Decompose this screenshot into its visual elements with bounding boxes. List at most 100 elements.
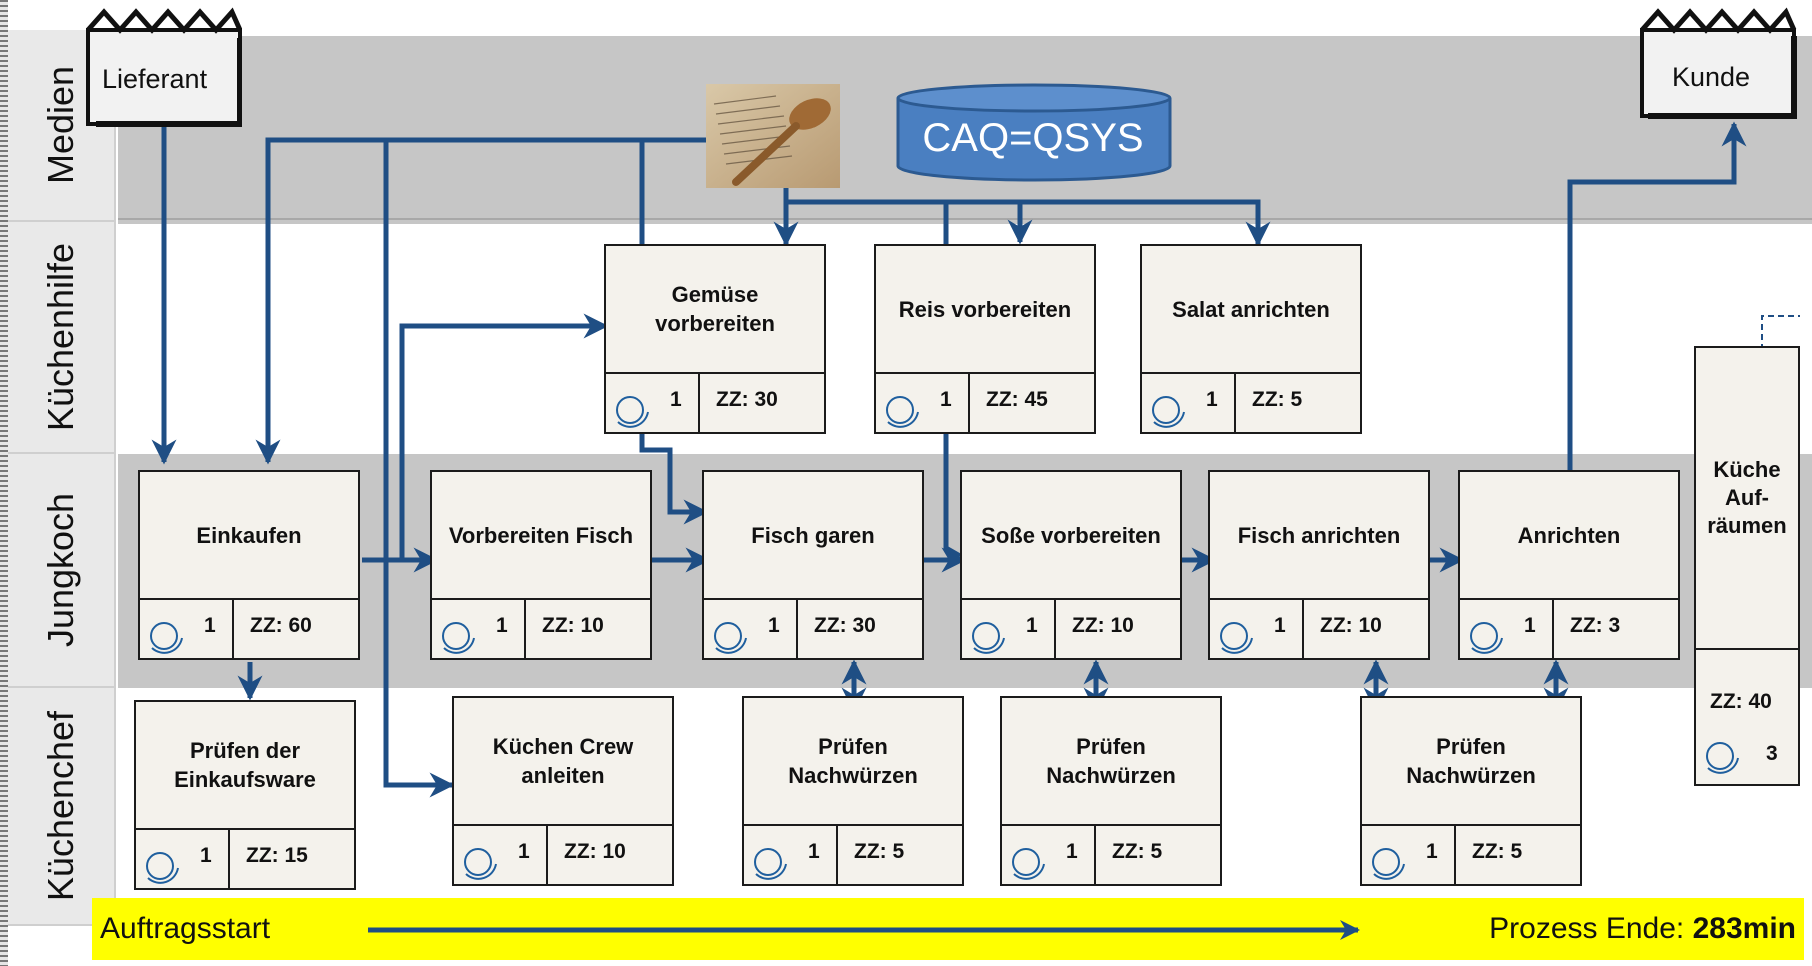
cycle-time: ZZ: 10 xyxy=(542,614,604,637)
process-title: Gemüse vorbereiten xyxy=(606,246,824,374)
cell-divider xyxy=(796,600,798,658)
process-data-row: 1 ZZ: 45 xyxy=(876,374,1094,432)
process-data-row: 1 ZZ: 5 xyxy=(1142,374,1360,432)
operator-count: 1 xyxy=(496,614,508,637)
timeline-end-label: Prozess Ende: xyxy=(1489,912,1685,945)
resource-icon xyxy=(1152,396,1185,428)
operator-count: 1 xyxy=(1524,614,1536,637)
resource-icon xyxy=(714,622,747,654)
timeline-arrow xyxy=(368,920,1360,940)
arrow-recipe-crew xyxy=(383,140,455,798)
process-box-vorbereiten-fisch[interactable]: Vorbereiten Fisch 1 ZZ: 10 xyxy=(430,470,652,660)
resource-icon xyxy=(150,622,183,654)
resource-icon xyxy=(754,848,787,880)
process-box-pruefen-3[interactable]: Prüfen Nachwürzen 1 ZZ: 5 xyxy=(1360,696,1582,886)
process-data-row: 1 ZZ: 10 xyxy=(1210,600,1428,658)
process-title: Reis vorbereiten xyxy=(876,246,1094,374)
database-label: CAQ=QSYS xyxy=(922,115,1144,160)
process-data-row: 1 ZZ: 10 xyxy=(432,600,650,658)
operator-count: 1 xyxy=(940,388,952,411)
timeline-end: Prozess Ende: 283min xyxy=(1489,912,1796,946)
process-title: Prüfen Nachwürzen xyxy=(1362,698,1580,826)
cycle-time: ZZ: 10 xyxy=(1320,614,1382,637)
cell-divider xyxy=(232,600,234,658)
operator-count: 1 xyxy=(1206,388,1218,411)
resource-icon xyxy=(1706,742,1739,774)
process-box-reis[interactable]: Reis vorbereiten 1 ZZ: 45 xyxy=(874,244,1096,434)
process-data-row: 1 ZZ: 15 xyxy=(136,830,354,888)
process-box-fisch-anrichten[interactable]: Fisch anrichten 1 ZZ: 10 xyxy=(1208,470,1430,660)
process-title: Anrichten xyxy=(1460,472,1678,600)
cell-divider xyxy=(1054,600,1056,658)
operator-count: 3 xyxy=(1766,742,1778,765)
cycle-time: ZZ: 40 xyxy=(1710,690,1772,713)
operator-count: 1 xyxy=(518,840,530,863)
resource-icon xyxy=(616,396,649,428)
customer-factory-icon xyxy=(1640,7,1797,119)
operator-count: 1 xyxy=(1426,840,1438,863)
operator-count: 1 xyxy=(1066,840,1078,863)
cell-divider xyxy=(968,374,970,432)
process-box-pruefen-einkauf[interactable]: Prüfen der Einkaufsware 1 ZZ: 15 xyxy=(134,700,356,890)
timeline-bar: Auftragsstart Prozess Ende: 283min xyxy=(92,898,1804,960)
cycle-time: ZZ: 10 xyxy=(564,840,626,863)
resource-icon xyxy=(146,852,179,884)
process-title: Vorbereiten Fisch xyxy=(432,472,650,600)
process-box-anrichten[interactable]: Anrichten 1 ZZ: 3 xyxy=(1458,470,1680,660)
cell-divider xyxy=(524,600,526,658)
cycle-time: ZZ: 30 xyxy=(814,614,876,637)
resource-icon xyxy=(1372,848,1405,880)
lane-label-kuechenhilfe: Küchenhilfe xyxy=(8,222,116,454)
cycle-time: ZZ: 5 xyxy=(1472,840,1523,863)
resource-icon xyxy=(972,622,1005,654)
operator-count: 1 xyxy=(1026,614,1038,637)
process-box-kueche-aufraeumen[interactable]: Küche Auf- räumen ZZ: 40 3 xyxy=(1694,346,1800,786)
process-data-row: 1 ZZ: 5 xyxy=(744,826,962,884)
process-title: Prüfen der Einkaufsware xyxy=(136,702,354,830)
cycle-time: ZZ: 45 xyxy=(986,388,1048,411)
operator-count: 1 xyxy=(200,844,212,867)
process-title: Küchen Crew anleiten xyxy=(454,698,672,826)
timeline-start: Auftragsstart xyxy=(100,912,271,945)
cell-divider xyxy=(698,374,700,432)
cycle-time: ZZ: 5 xyxy=(1252,388,1303,411)
process-box-salat[interactable]: Salat anrichten 1 ZZ: 5 xyxy=(1140,244,1362,434)
cell-divider xyxy=(1094,826,1096,884)
process-title: Fisch anrichten xyxy=(1210,472,1428,600)
left-edge-strip xyxy=(0,0,8,966)
cell-divider xyxy=(1552,600,1554,658)
process-title: Salat anrichten xyxy=(1142,246,1360,374)
operator-count: 1 xyxy=(808,840,820,863)
resource-icon xyxy=(1470,622,1503,654)
cycle-time: ZZ: 5 xyxy=(854,840,905,863)
process-data-row: 1 ZZ: 5 xyxy=(1002,826,1220,884)
process-title: Küche Auf- räumen xyxy=(1696,348,1798,650)
arrow-einkaufen-gemuese xyxy=(399,313,609,560)
cell-divider xyxy=(1454,826,1456,884)
operator-count: 1 xyxy=(1274,614,1286,637)
process-box-crew[interactable]: Küchen Crew anleiten 1 ZZ: 10 xyxy=(452,696,674,886)
cycle-time: ZZ: 3 xyxy=(1570,614,1621,637)
process-title: Fisch garen xyxy=(704,472,922,600)
cycle-time: ZZ: 5 xyxy=(1112,840,1163,863)
database-icon xyxy=(896,83,1172,182)
cycle-time: ZZ: 15 xyxy=(246,844,308,867)
arrow-recipe-einkaufen xyxy=(255,137,706,465)
operator-count: 1 xyxy=(204,614,216,637)
arrow-gemuese-garen xyxy=(639,434,709,525)
process-title: Einkaufen xyxy=(140,472,358,600)
supplier-factory-icon xyxy=(86,7,242,127)
arrow-db-salat xyxy=(786,199,1271,247)
cell-divider xyxy=(836,826,838,884)
